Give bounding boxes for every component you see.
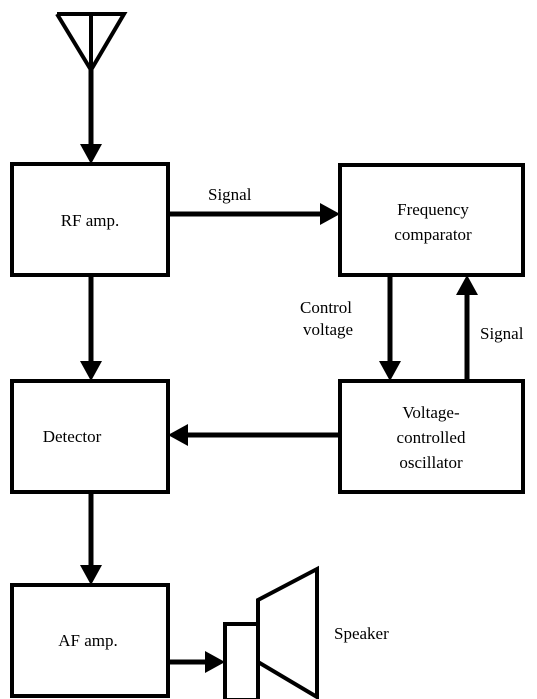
rf-amp-label: RF amp. xyxy=(61,211,120,230)
detector-block: Detector xyxy=(10,379,170,494)
control-voltage-label-line1: Control xyxy=(300,298,352,317)
speaker-icon xyxy=(223,565,319,699)
frequency-comparator-label-line2: comparator xyxy=(394,225,472,244)
control-voltage-label-line2: voltage xyxy=(303,320,353,339)
vco-label-line2: controlled xyxy=(397,428,466,447)
arrow-antenna-to-rf-amp xyxy=(80,68,102,164)
arrow-rf-to-detector xyxy=(80,275,102,381)
arrow-vco-to-detector xyxy=(168,424,340,446)
arrow-af-to-speaker xyxy=(168,651,225,673)
signal-label-top: Signal xyxy=(208,185,252,204)
arrow-vco-to-comparator xyxy=(456,275,478,381)
af-amp-block: AF amp. xyxy=(10,583,170,698)
arrow-rf-to-comparator xyxy=(168,203,340,225)
speaker-label: Speaker xyxy=(334,624,389,643)
af-amp-label: AF amp. xyxy=(58,631,118,650)
arrow-detector-to-af-amp xyxy=(80,492,102,585)
vco-block: Voltage- controlled oscillator xyxy=(338,379,525,494)
detector-label: Detector xyxy=(43,427,102,446)
vco-label-line1: Voltage- xyxy=(402,403,460,422)
rf-amp-block: RF amp. xyxy=(10,162,170,277)
antenna-icon xyxy=(55,12,128,74)
frequency-comparator-label-line1: Frequency xyxy=(397,200,469,219)
signal-label-right: Signal xyxy=(480,324,524,343)
frequency-comparator-block: Frequency comparator xyxy=(338,163,525,277)
arrow-control-voltage xyxy=(379,275,401,381)
vco-label-line3: oscillator xyxy=(399,453,463,472)
